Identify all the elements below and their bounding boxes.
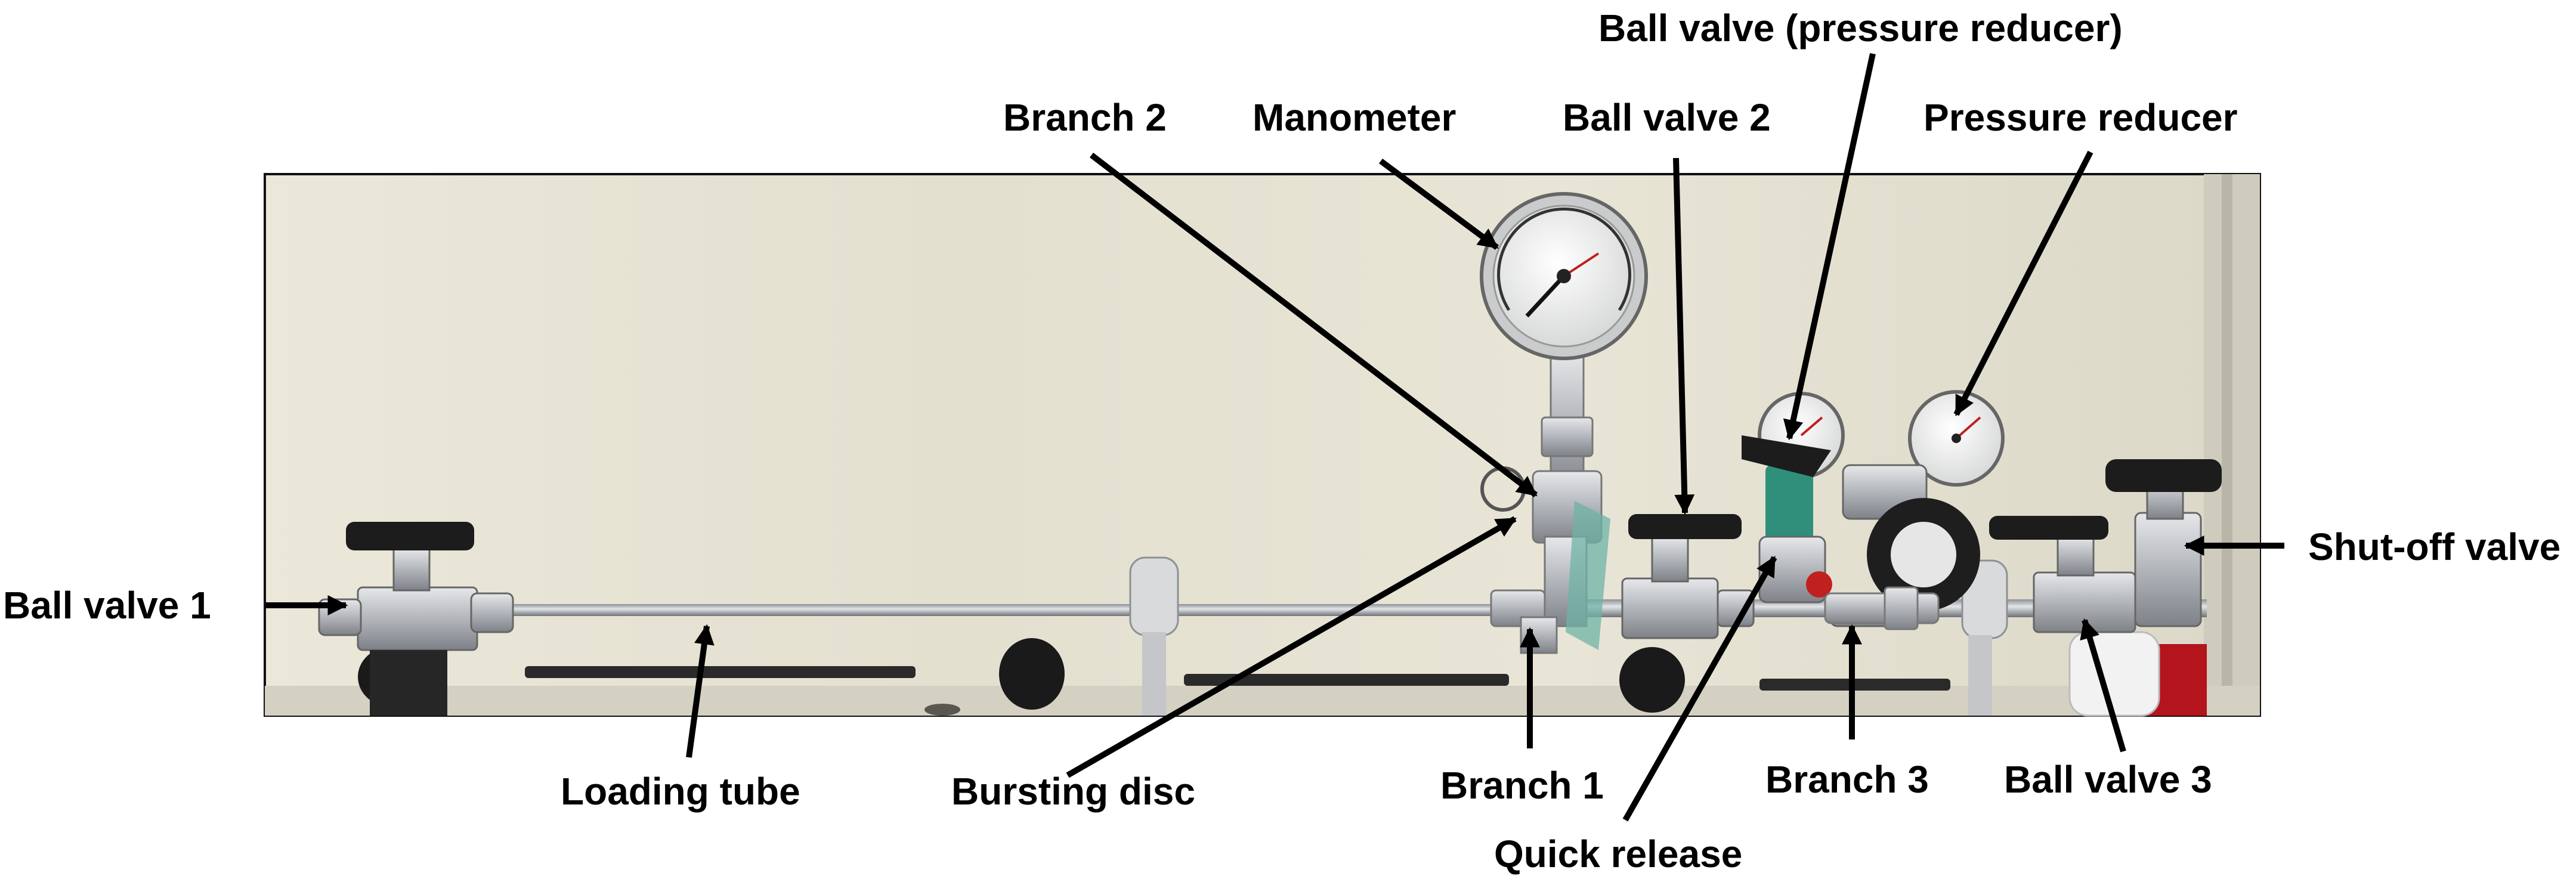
arrow-quick-release <box>1622 556 1777 822</box>
label-shut-off-valve: Shut-off valve <box>2308 525 2561 568</box>
label-ball-valve-2: Ball valve 2 <box>1563 96 1771 139</box>
ball-valve-handle-icon <box>1989 516 2108 540</box>
label-bursting-disc: Bursting disc <box>951 770 1195 813</box>
ball-valve-handle-icon <box>1742 435 1831 477</box>
arrow-ball-valve-3 <box>2080 618 2126 753</box>
annotation-arrows <box>265 52 2284 822</box>
label-pressure-reducer: Pressure reducer <box>1924 96 2238 139</box>
ball-valve-handle-icon <box>346 522 474 550</box>
tube-clamps <box>1129 556 2008 716</box>
label-branch-1: Branch 1 <box>1440 764 1604 807</box>
label-loading-tube: Loading tube <box>561 770 800 813</box>
arrow-branch-2 <box>1089 153 1538 497</box>
branch-3-fitting <box>1824 586 1940 630</box>
arrow-bursting-disc <box>1066 516 1517 778</box>
pressure-gauge-icon <box>1908 390 2005 487</box>
shut-off-valve-handle-icon <box>2105 459 2222 492</box>
label-quick-release: Quick release <box>1494 833 1743 875</box>
ball-valve-2-assembly <box>1621 514 1755 639</box>
arrow-loading-tube <box>686 624 715 758</box>
ball-valve-handle-icon <box>1628 514 1742 539</box>
arrow-manometer <box>1379 158 1499 250</box>
arrow-ball-valve-2 <box>1673 157 1695 515</box>
manometer-gauge-icon <box>1480 192 1648 360</box>
label-ball-valve-3: Ball valve 3 <box>2004 758 2212 801</box>
label-branch-3: Branch 3 <box>1765 758 1929 801</box>
label-ball-valve-1: Ball valve 1 <box>3 584 211 627</box>
arrow-pressure-reducer <box>1953 150 2093 417</box>
arrow-ball-valve-pressure-reducer <box>1783 52 1876 441</box>
label-ball-valve-pressure-reducer: Ball valve (pressure reducer) <box>1598 7 2123 49</box>
label-branch-2: Branch 2 <box>1003 96 1167 139</box>
manometer-assembly <box>1480 192 1648 654</box>
label-manometer: Manometer <box>1253 96 1456 139</box>
ball-valve-3-assembly <box>1989 459 2222 633</box>
